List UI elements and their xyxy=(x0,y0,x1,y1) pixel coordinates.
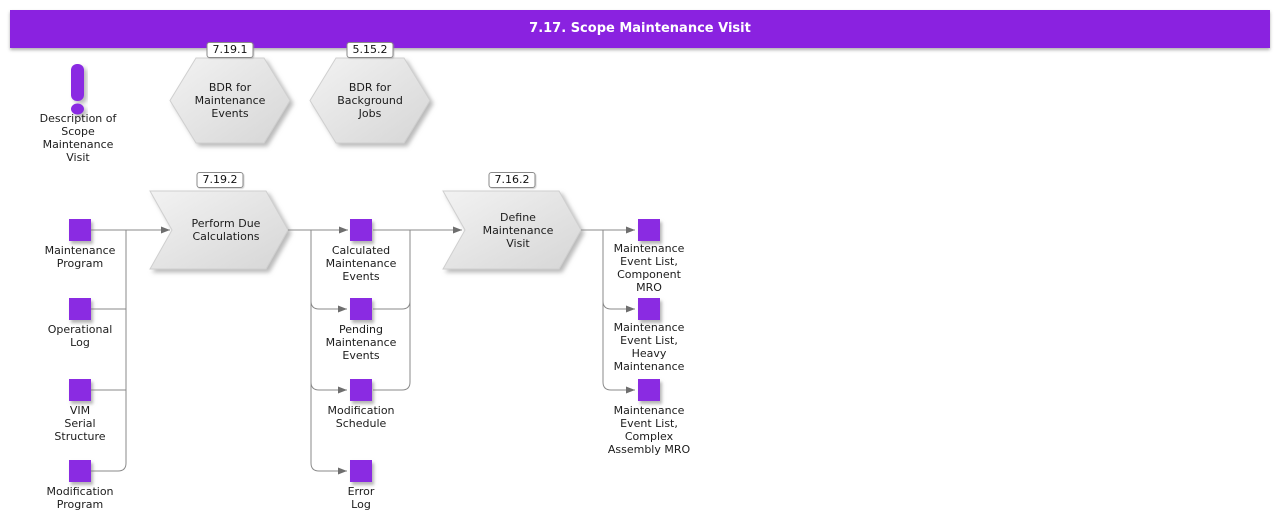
output-label: Maintenance Event List, Heavy Maintenanc… xyxy=(613,321,685,373)
connector-lines xyxy=(91,226,635,475)
process-chevron-define-maintenance-visit[interactable] xyxy=(442,190,582,270)
data-object-icon[interactable] xyxy=(69,219,91,241)
input-label: Maintenance Program xyxy=(44,244,116,270)
data-object-icon[interactable] xyxy=(638,219,660,241)
reference-id-badge[interactable]: 7.19.1 xyxy=(206,42,254,58)
connector-mid-merge xyxy=(373,230,411,391)
intermediate-label: Modification Schedule xyxy=(327,404,395,430)
data-object-icon[interactable] xyxy=(69,298,91,320)
data-object-icon[interactable] xyxy=(350,219,372,241)
intermediate-label: Pending Maintenance Events xyxy=(325,323,397,362)
data-object-icon[interactable] xyxy=(638,379,660,401)
data-object-icon[interactable] xyxy=(638,298,660,320)
input-label: VIM Serial Structure xyxy=(54,404,106,443)
intermediate-label: Error Log xyxy=(347,485,375,511)
exclamation-icon xyxy=(71,64,84,115)
connector-mid-branch-2 xyxy=(310,300,347,313)
process-id-badge[interactable]: 7.19.2 xyxy=(196,172,244,188)
data-object-icon[interactable] xyxy=(69,460,91,482)
process-label: Define Maintenance Visit xyxy=(482,211,554,250)
connector-mid-branch-3 xyxy=(310,381,347,394)
process-id-badge[interactable]: 7.16.2 xyxy=(488,172,536,188)
data-object-icon[interactable] xyxy=(350,460,372,482)
data-object-icon[interactable] xyxy=(69,379,91,401)
process-chevron-perform-due-calculations[interactable] xyxy=(149,190,289,270)
reference-id-badge[interactable]: 5.15.2 xyxy=(346,42,394,58)
reference-label: BDR for Maintenance Events xyxy=(194,81,266,120)
note-label: Description of Scope Maintenance Visit xyxy=(39,112,117,164)
intermediate-label: Calculated Maintenance Events xyxy=(325,244,397,283)
data-object-icon[interactable] xyxy=(350,298,372,320)
connector-out-branch-2 xyxy=(602,300,635,313)
diagram-title-bar: 7.17. Scope Maintenance Visit xyxy=(10,10,1270,48)
process-label: Perform Due Calculations xyxy=(191,217,261,243)
data-object-icon[interactable] xyxy=(350,379,372,401)
connector-mid-trunk xyxy=(310,230,347,475)
output-label: Maintenance Event List, Component MRO xyxy=(613,242,685,294)
connector-out-trunk xyxy=(602,230,635,394)
reference-label: BDR for Background Jobs xyxy=(337,81,403,120)
reference-hexagon-bdr-maintenance-events[interactable] xyxy=(169,57,291,144)
page-title: 7.17. Scope Maintenance Visit xyxy=(529,21,751,36)
input-label: Operational Log xyxy=(47,323,113,349)
reference-hexagon-bdr-background-jobs[interactable] xyxy=(309,57,431,144)
output-label: Maintenance Event List, Complex Assembly… xyxy=(607,404,691,456)
input-label: Modification Program xyxy=(46,485,114,511)
connector-input-trunk xyxy=(91,230,127,472)
connector-mid-merge-2 xyxy=(373,300,411,310)
